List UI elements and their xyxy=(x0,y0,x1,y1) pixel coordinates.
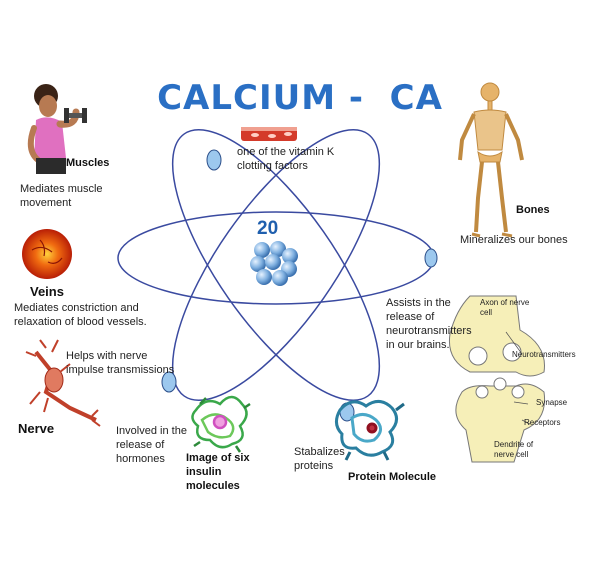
bones-label: Bones xyxy=(516,204,550,216)
neurotransmitter-desc: Assists in the release of neurotransmitt… xyxy=(386,297,472,351)
blood-vessel-icon xyxy=(241,127,297,141)
nerve-desc: Helps with nerve impulse transmissions xyxy=(66,350,175,376)
electron-bottom-left xyxy=(161,371,177,393)
synapse-diagram xyxy=(448,295,546,463)
bones-desc: Mineralizes our bones xyxy=(460,234,568,246)
nerve-cell-icon xyxy=(25,339,101,427)
atomic-number: 20 xyxy=(257,218,279,239)
nerve-label: Nerve xyxy=(18,421,55,436)
electron-top xyxy=(206,149,222,171)
synapse-dendrite-label: Dendrite of nerve cell xyxy=(494,440,534,459)
muscles-label: Muscles xyxy=(66,157,110,169)
insulin-molecules-icon xyxy=(191,395,251,453)
skeleton-icon xyxy=(458,82,524,238)
protein-molecule-icon xyxy=(335,400,405,461)
nucleus xyxy=(250,241,298,286)
veins-label: Veins xyxy=(30,284,64,299)
synapse-synapse-label: Synapse xyxy=(536,398,568,407)
veins-desc: Mediates constriction and relaxation of … xyxy=(14,302,147,328)
hormones-desc: Involved in the release of hormones xyxy=(116,425,187,465)
synapse-neurotransmitters-label: Neurotransmitters xyxy=(512,350,576,359)
vitamin-k-desc: one of the vitamin K clotting factors xyxy=(237,146,335,172)
muscles-figure-icon xyxy=(27,84,87,174)
orbit-diagonal-a xyxy=(171,129,381,401)
electron-right xyxy=(424,248,438,268)
vein-eye-icon xyxy=(22,229,72,279)
synapse-receptors-label: Receptors xyxy=(524,418,561,427)
protein-label: Protein Molecule xyxy=(348,471,437,483)
synapse-axon-label: Axon of nerve cell xyxy=(480,298,530,317)
orbit-diagonal-b xyxy=(171,129,381,401)
insulin-label: Image of six insulin molecules xyxy=(186,452,250,492)
muscles-desc: Mediates muscle movement xyxy=(20,183,103,209)
protein-desc: Stabalizes proteins xyxy=(294,446,345,472)
page-title: CALCIUM - CA xyxy=(157,78,443,118)
